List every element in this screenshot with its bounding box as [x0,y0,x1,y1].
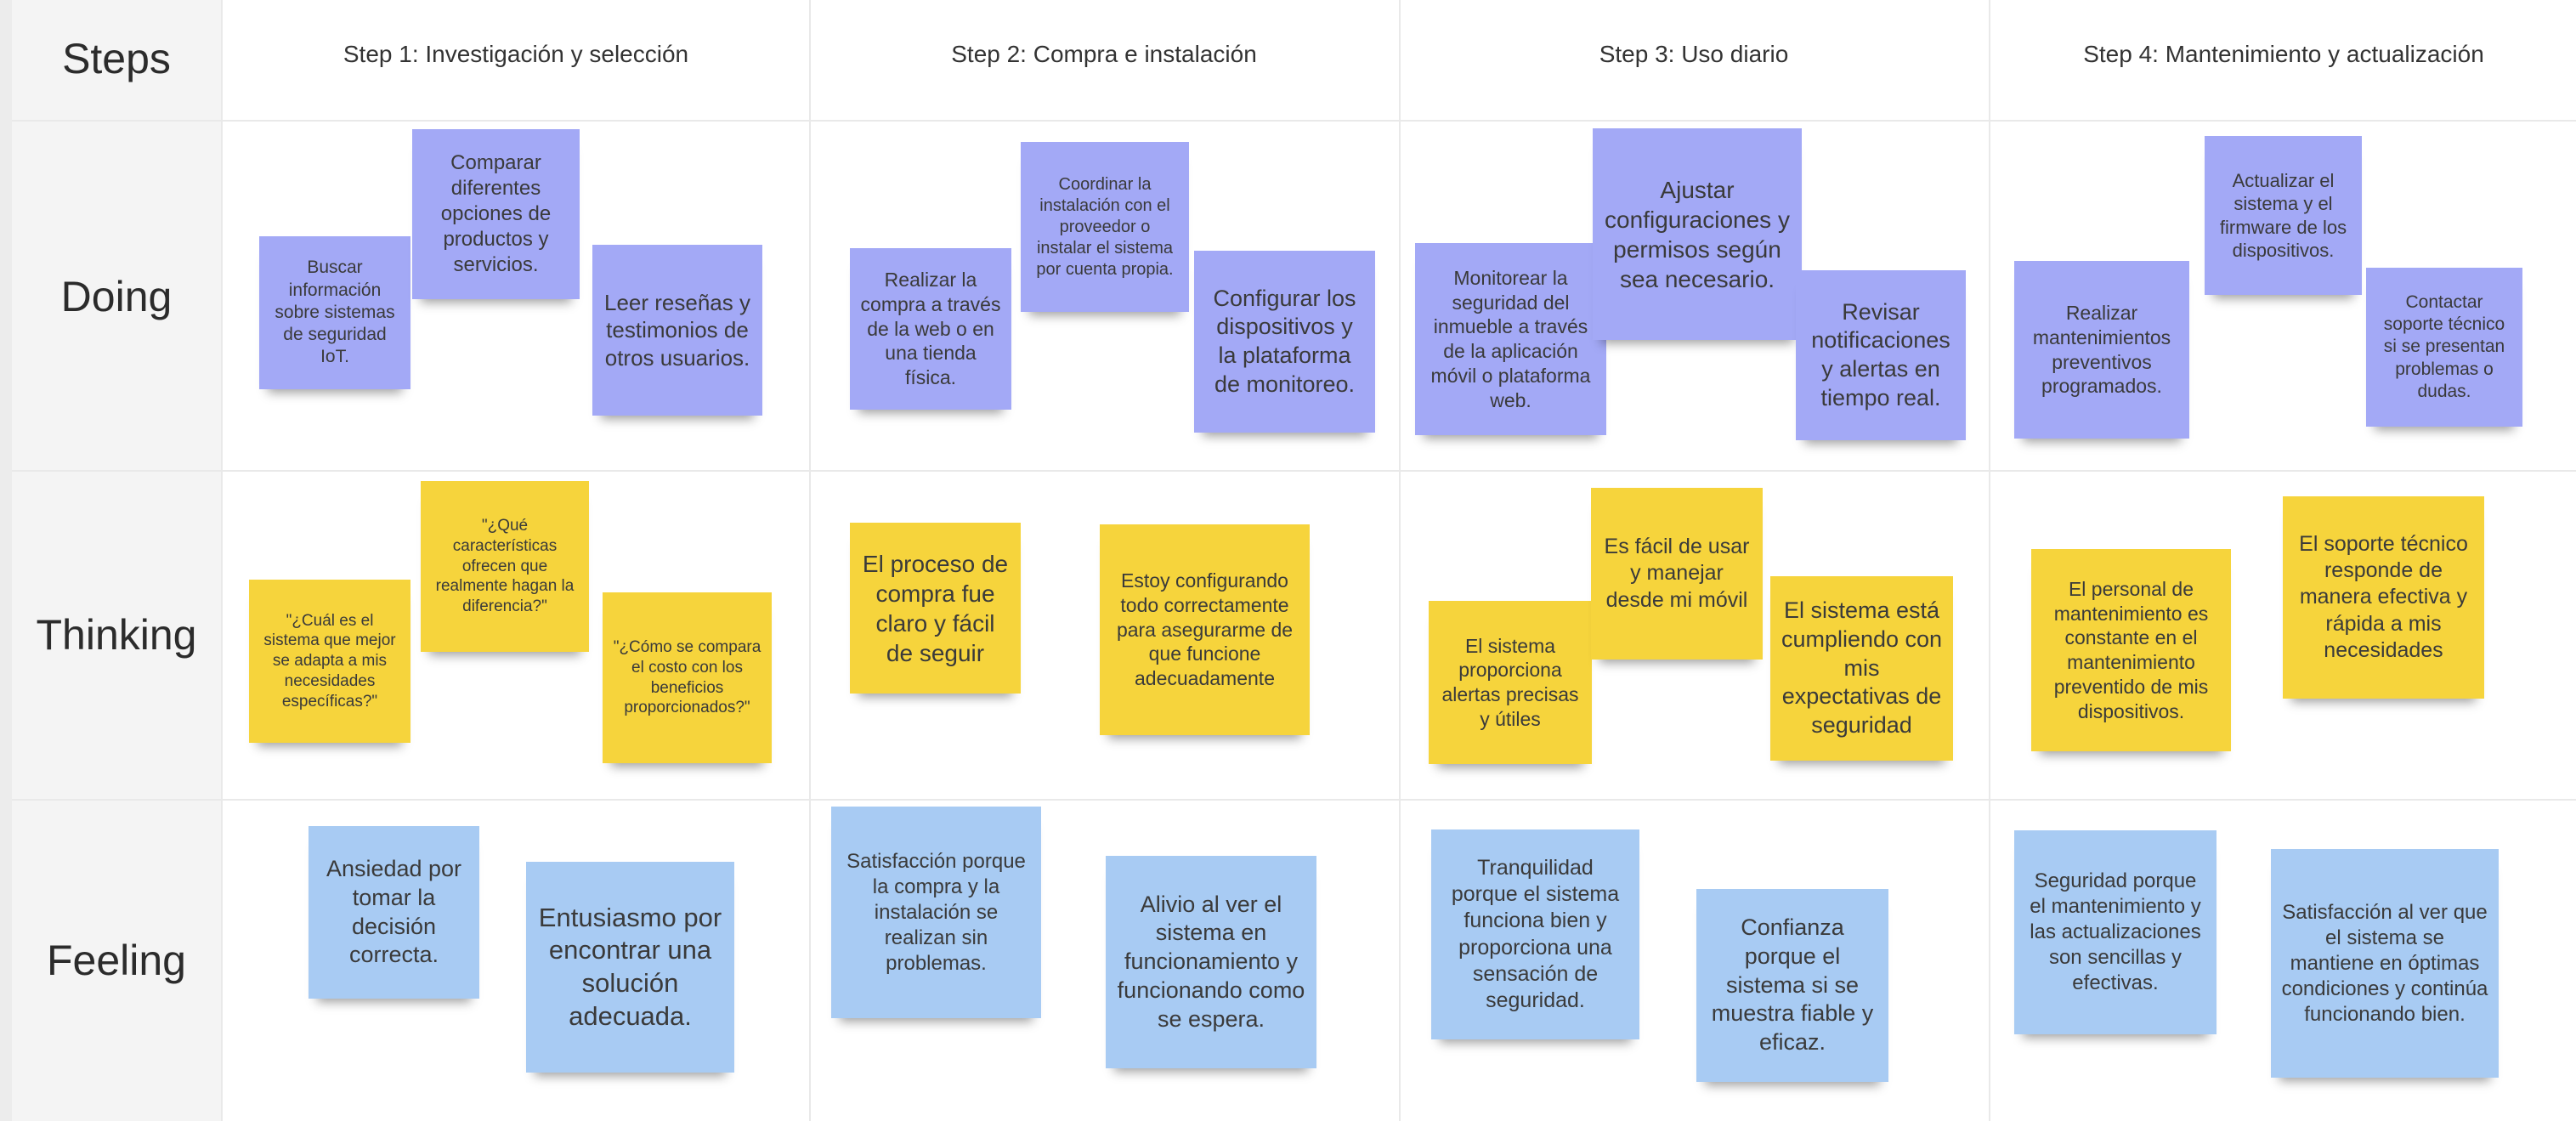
column-divider [809,0,811,1121]
doing-note[interactable]: Ajustar configuraciones y permisos según… [1593,128,1802,340]
row-label-doing: Doing [60,273,173,320]
doing-note[interactable]: Leer reseñas y testimonios de otros usua… [592,245,762,416]
note-text: Satisfacción porque la compra y la insta… [846,849,1026,975]
row-divider [12,799,2576,801]
step-title-2: Step 2: Compra e instalación [951,41,1257,67]
step-title-4: Step 4: Mantenimiento y actualización [2083,41,2484,67]
step-title-3: Step 3: Uso diario [1599,41,1789,67]
feeling-note[interactable]: Entusiasmo por encontrar una solución ad… [526,862,734,1073]
note-text: Ansiedad por tomar la decisión correcta. [326,856,462,968]
row-label-steps: Steps [62,35,171,82]
feeling-note[interactable]: Alivio al ver el sistema en funcionamien… [1106,856,1316,1068]
thinking-note[interactable]: Es fácil de usar y manejar desde mi móvi… [1591,488,1763,660]
note-text: "¿Qué características ofrecen que realme… [435,517,575,616]
left-edge-strip [0,0,12,1121]
note-text: Configurar los dispositivos y la platafo… [1213,285,1356,397]
step-title-1: Step 1: Investigación y selección [343,41,689,67]
thinking-note[interactable]: "¿Qué características ofrecen que realme… [421,481,589,652]
doing-note[interactable]: Configurar los dispositivos y la platafo… [1194,251,1375,433]
note-text: Satisfacción al ver que el sistema se ma… [2281,900,2488,1026]
doing-note[interactable]: Contactar soporte técnico si se presenta… [2366,268,2522,427]
note-text: Comparar diferentes opciones de producto… [440,151,552,276]
note-text: El proceso de compra fue claro y fácil d… [862,550,1009,666]
note-text: Seguridad porque el mantenimiento y las … [2030,869,2201,994]
doing-note[interactable]: Monitorear la seguridad del inmueble a t… [1415,243,1606,435]
doing-note[interactable]: Actualizar el sistema y el firmware de l… [2205,136,2362,295]
feeling-note[interactable]: Satisfacción porque la compra y la insta… [831,807,1041,1018]
note-text: Revisar notificaciones y alertas en tiem… [1811,298,1950,410]
thinking-note[interactable]: "¿Cuál es el sistema que mejor se adapta… [249,580,410,743]
row-label-thinking: Thinking [36,611,197,659]
thinking-note[interactable]: "¿Cómo se compara el costo con los benef… [603,592,772,763]
feeling-note[interactable]: Tranquilidad porque el sistema funciona … [1431,829,1639,1039]
row-divider [12,120,2576,122]
note-text: El soporte técnico responde de manera ef… [2299,531,2468,662]
feeling-note[interactable]: Satisfacción al ver que el sistema se ma… [2271,849,2499,1078]
feeling-note[interactable]: Seguridad porque el mantenimiento y las … [2014,830,2216,1034]
note-text: Estoy configurando todo correctamente pa… [1116,569,1294,690]
note-text: Monitorear la seguridad del inmueble a t… [1430,266,1591,411]
note-text: "¿Cuál es el sistema que mejor se adapta… [263,611,396,711]
note-text: El personal de mantenimiento es constant… [2053,577,2209,722]
note-text: Es fácil de usar y manejar desde mi móvi… [1604,535,1750,612]
column-divider [1399,0,1401,1121]
note-text: Realizar la compra a través de la web o … [860,269,1001,389]
doing-note[interactable]: Comparar diferentes opciones de producto… [412,129,580,299]
note-text: Contactar soporte técnico si se presenta… [2383,292,2505,401]
note-text: "¿Cómo se compara el costo con los benef… [613,638,761,717]
note-text: Entusiasmo por encontrar una solución ad… [538,902,722,1031]
thinking-note[interactable]: El proceso de compra fue claro y fácil d… [850,523,1021,694]
doing-note[interactable]: Revisar notificaciones y alertas en tiem… [1796,270,1966,440]
doing-note[interactable]: Realizar mantenimientos preventivos prog… [2014,261,2189,439]
feeling-note[interactable]: Ansiedad por tomar la decisión correcta. [309,826,479,999]
note-text: Tranquilidad porque el sistema funciona … [1451,855,1620,1012]
note-text: Alivio al ver el sistema en funcionamien… [1117,891,1305,1032]
thinking-note[interactable]: El sistema está cumpliendo con mis expec… [1770,576,1953,761]
thinking-note[interactable]: El personal de mantenimiento es constant… [2031,549,2231,751]
row-label-feeling: Feeling [47,937,186,984]
note-text: Confianza porque el sistema si se muestr… [1711,914,1874,1056]
thinking-note[interactable]: El soporte técnico responde de manera ef… [2283,496,2484,699]
note-text: Actualizar el sistema y el firmware de l… [2219,169,2347,262]
doing-note[interactable]: Buscar información sobre sistemas de seg… [259,236,410,389]
note-text: El sistema está cumpliendo con mis expec… [1781,597,1943,739]
thinking-note[interactable]: Estoy configurando todo correctamente pa… [1100,524,1310,735]
note-text: Ajustar configuraciones y permisos según… [1605,176,1790,292]
column-divider [1989,0,1990,1121]
row-divider [12,470,2576,472]
column-divider [221,0,223,1121]
note-text: Coordinar la instalación con el proveedo… [1036,174,1174,279]
feeling-note[interactable]: Confianza porque el sistema si se muestr… [1696,889,1888,1082]
note-text: El sistema proporciona alertas precisas … [1441,634,1579,730]
note-text: Realizar mantenimientos preventivos prog… [2032,302,2171,398]
doing-note[interactable]: Coordinar la instalación con el proveedo… [1021,142,1189,312]
thinking-note[interactable]: El sistema proporciona alertas precisas … [1429,601,1592,764]
doing-note[interactable]: Realizar la compra a través de la web o … [850,248,1011,410]
row-label-column [12,0,221,1121]
note-text: Buscar información sobre sistemas de seg… [275,258,395,367]
note-text: Leer reseñas y testimonios de otros usua… [604,289,750,371]
